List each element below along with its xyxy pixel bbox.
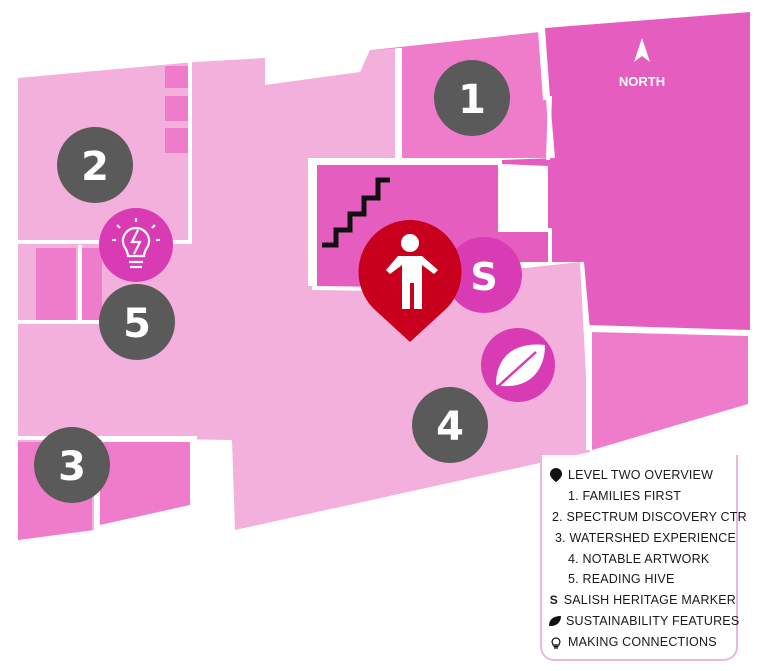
legend-item-1: 1. FAMILIES FIRST	[548, 486, 736, 507]
area-marker-3[interactable]: 3	[34, 427, 110, 503]
sustainability-marker[interactable]	[481, 328, 555, 402]
area-marker-2[interactable]: 2	[57, 127, 133, 203]
making-connections-marker[interactable]	[99, 208, 173, 282]
room-east-lower	[592, 332, 748, 450]
room-cell-3	[165, 128, 189, 153]
room-watershed-east	[100, 442, 190, 525]
legend-item-sustainability: SUSTAINABILITY FEATURES	[548, 611, 740, 632]
svg-text:3: 3	[58, 444, 86, 490]
salish-heritage-marker[interactable]: S	[446, 237, 522, 313]
north-label: NORTH	[619, 74, 665, 89]
svg-text:S: S	[470, 255, 497, 299]
north-arrow-icon	[634, 38, 650, 62]
legend-item-2: 2. SPECTRUM DISCOVERY CTR	[548, 507, 747, 528]
svg-text:1: 1	[458, 77, 486, 123]
map-legend: LEVEL TWO OVERVIEW 1. FAMILIES FIRST 2. …	[540, 455, 747, 661]
you-are-here-marker[interactable]	[358, 220, 462, 342]
legend-label: 1. FAMILIES FIRST	[568, 489, 682, 504]
legend-item-salish: S SALISH HERITAGE MARKER	[548, 590, 736, 611]
room-left-small	[36, 248, 76, 320]
legend-item-overview: LEVEL TWO OVERVIEW	[548, 465, 736, 486]
svg-text:5: 5	[123, 301, 151, 347]
room-cell-1	[165, 66, 189, 88]
legend-label: LEVEL TWO OVERVIEW	[568, 468, 714, 483]
lightbulb-icon	[112, 218, 160, 269]
legend-label: SALISH HERITAGE MARKER	[563, 593, 736, 608]
svg-text:4: 4	[436, 404, 464, 450]
legend-item-4: 4. NOTABLE ARTWORK	[548, 548, 736, 569]
person-icon	[386, 234, 438, 309]
svg-text:2: 2	[81, 144, 109, 190]
leaf-icon	[493, 344, 545, 391]
legend-label: 3. WATERSHED EXPERIENCE	[554, 530, 736, 545]
stairs-icon	[322, 177, 390, 248]
area-marker-1[interactable]: 1	[434, 60, 510, 136]
legend-label: SUSTAINABILITY FEATURES	[566, 613, 740, 628]
lightbulb-icon	[548, 635, 564, 649]
legend-label: 5. READING HIVE	[568, 572, 675, 587]
room-north-east	[502, 12, 750, 330]
legend-label: 2. SPECTRUM DISCOVERY CTR	[552, 509, 747, 524]
legend-item-3: 3. WATERSHED EXPERIENCE	[548, 527, 736, 548]
legend-label: MAKING CONNECTIONS	[568, 634, 717, 649]
room-cell-2	[165, 96, 189, 121]
room-left-mid	[82, 248, 102, 320]
salish-s-icon: S	[549, 593, 558, 608]
area-marker-5[interactable]: 5	[99, 284, 175, 360]
legend-item-5: 5. READING HIVE	[548, 569, 736, 590]
area-marker-4[interactable]: 4	[412, 387, 488, 463]
legend-item-connections: MAKING CONNECTIONS	[548, 631, 736, 652]
leaf-icon	[548, 615, 562, 627]
legend-label: 4. NOTABLE ARTWORK	[568, 551, 710, 566]
map-pin-icon	[548, 468, 564, 483]
